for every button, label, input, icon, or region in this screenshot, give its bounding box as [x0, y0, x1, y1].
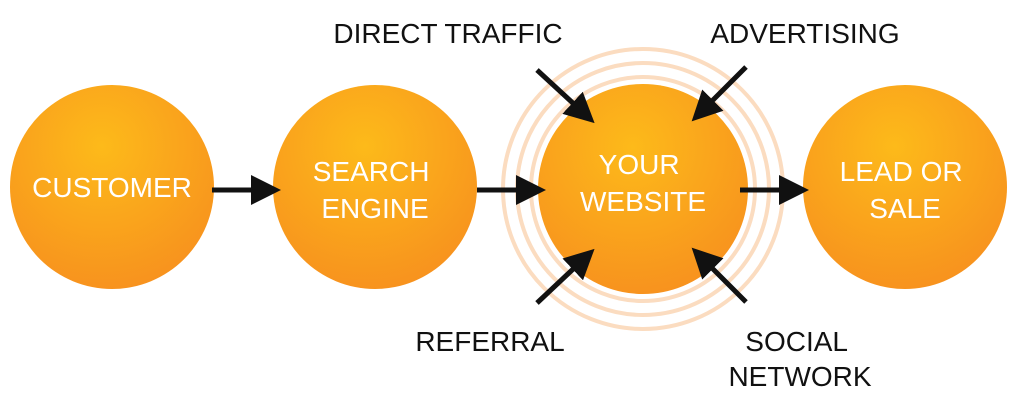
referral-label-line: REFERRAL — [415, 326, 564, 357]
social-network-label-line-1: SOCIAL — [745, 326, 847, 357]
arrow-advertising — [691, 65, 748, 122]
lead-or-sale-label-line-2: SALE — [869, 193, 941, 224]
arrow-referral — [535, 248, 595, 305]
social-network-label-line-2: NETWORK — [728, 361, 871, 392]
website-circle — [538, 84, 748, 294]
search-engine-label-line-2: ENGINE — [321, 193, 428, 224]
customer-label-line: CUSTOMER — [32, 172, 192, 203]
arrow-direct-traffic — [535, 68, 595, 124]
search-engine-circle — [273, 85, 477, 289]
social-network-label: SOCIAL NETWORK — [728, 326, 871, 392]
website-label: YOUR WEBSITE — [580, 149, 706, 217]
lead-or-sale-circle — [803, 85, 1007, 289]
customer-circle — [10, 85, 214, 289]
customer-label: CUSTOMER — [32, 172, 192, 203]
referral-label: REFERRAL — [415, 326, 564, 357]
direct-traffic-label-line: DIRECT TRAFFIC — [333, 18, 562, 49]
source-arrows — [535, 65, 748, 305]
advertising-label-line: ADVERTISING — [710, 18, 899, 49]
arrow-social-network — [691, 247, 748, 304]
direct-traffic-label: DIRECT TRAFFIC — [333, 18, 562, 49]
search-engine-label: SEARCH ENGINE — [313, 156, 437, 224]
search-engine-label-line-1: SEARCH — [313, 156, 430, 187]
lead-or-sale-label: LEAD OR SALE — [840, 156, 971, 224]
lead-or-sale-label-line-1: LEAD OR — [840, 156, 963, 187]
advertising-label: ADVERTISING — [710, 18, 899, 49]
website-label-line-2: WEBSITE — [580, 186, 706, 217]
website-label-line-1: YOUR — [599, 149, 680, 180]
